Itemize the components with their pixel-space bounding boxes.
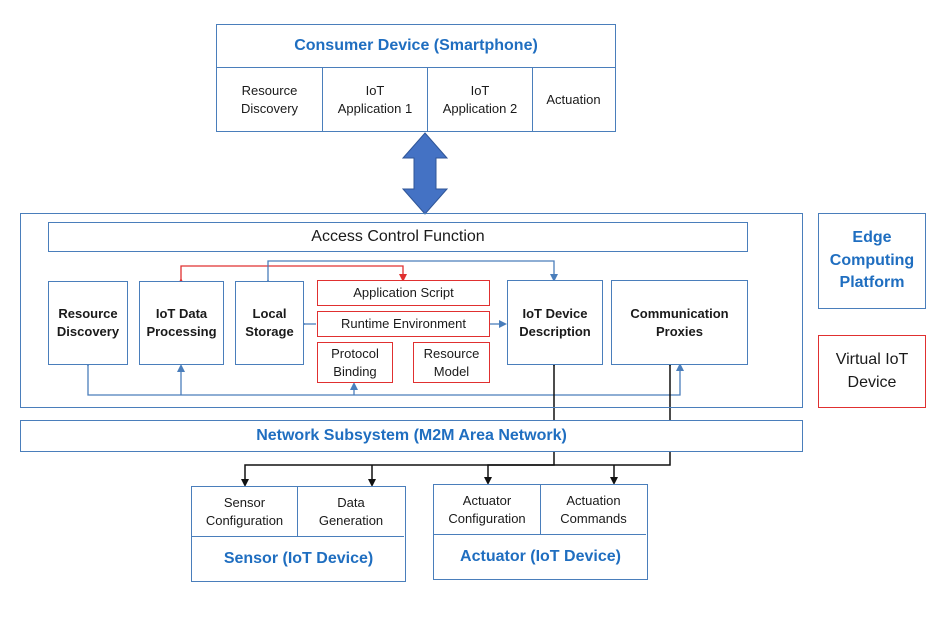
sensor-device-box: Sensor Configuration Data Generation Sen…	[191, 486, 406, 582]
consumer-device-box: Consumer Device (Smartphone) Resource Di…	[216, 24, 616, 132]
blue-top-connector	[264, 260, 558, 287]
runtime-environment: Runtime Environment	[317, 311, 490, 337]
data-generation: Data Generation	[298, 487, 404, 537]
iot-device-description: IoT Device Description	[507, 280, 603, 365]
actuator-configuration: Actuator Configuration	[434, 485, 541, 535]
resource-model: Resource Model	[413, 342, 490, 383]
consumer-device-title: Consumer Device (Smartphone)	[217, 25, 615, 68]
consumer-iot-app-1: IoT Application 1	[323, 68, 428, 131]
sensor-title: Sensor (IoT Device)	[223, 549, 374, 567]
consumer-iot-app-2: IoT Application 2	[428, 68, 533, 131]
actuator-device-box: Actuator Configuration Actuation Command…	[433, 484, 648, 580]
double-arrow	[401, 132, 449, 215]
consumer-actuation: Actuation	[546, 91, 601, 107]
consumer-resource-discovery: Resource Discovery	[217, 68, 323, 131]
communication-proxies: Communication Proxies	[611, 280, 748, 365]
legend-virtual-device: Virtual IoT Device	[818, 335, 926, 408]
access-control-function: Access Control Function	[48, 222, 748, 252]
edge-platform-container	[20, 213, 803, 408]
black-connector-2	[484, 359, 674, 485]
edge-resource-discovery: Resource Discovery	[48, 281, 128, 365]
protocol-binding: Protocol Binding	[317, 342, 393, 383]
legend-edge-platform: Edge Computing Platform	[818, 213, 926, 309]
red-connector	[177, 265, 407, 286]
actuation-commands: Actuation Commands	[541, 485, 646, 535]
network-subsystem: Network Subsystem (M2M Area Network)	[20, 420, 803, 452]
sensor-configuration: Sensor Configuration	[192, 487, 298, 537]
local-storage: Local Storage	[235, 281, 304, 365]
actuator-title: Actuator (IoT Device)	[460, 547, 621, 565]
iot-data-processing: IoT Data Processing	[139, 281, 224, 365]
application-script: Application Script	[317, 280, 490, 306]
